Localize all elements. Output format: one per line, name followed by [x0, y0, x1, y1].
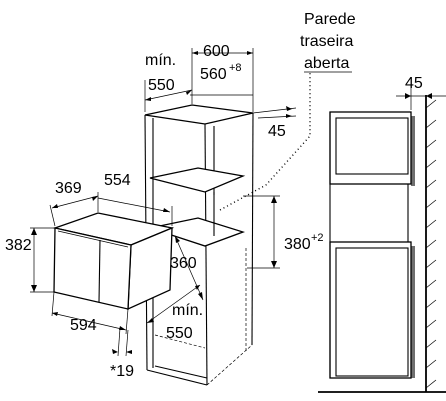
label-360: 360 [170, 255, 197, 272]
cabinet-bottom-front-inner [154, 365, 208, 379]
wall-note-line2: traseira [300, 33, 353, 50]
front-offset-dim: *19 [110, 327, 134, 380]
wall-hatch [425, 99, 437, 389]
wall-note-line3: aberta [304, 55, 349, 72]
side-elevation: 45 [318, 75, 446, 393]
bottom-depth-dim: mín. 550 [146, 284, 203, 342]
label-560: 560 [200, 66, 227, 83]
niche-height-dim: 380 +2 [243, 195, 324, 269]
cabinet-top [144, 104, 254, 125]
cabinet-niche-shelf [147, 217, 246, 247]
label-380-sup: +2 [311, 232, 324, 244]
side-upper-inner [335, 117, 409, 175]
label-45-cabinet: 45 [268, 123, 286, 140]
dim-554-line [97, 197, 171, 213]
side-lower-shadow [411, 246, 415, 378]
cabinet-bottom-front [146, 369, 208, 386]
side-upper-shadow [411, 116, 415, 186]
wall-note-line1: Parede [304, 11, 356, 28]
appliance [52, 212, 175, 311]
cabinet-hidden-diag [154, 334, 206, 349]
label-560-sup: +8 [229, 62, 242, 74]
label-min-top: mín. [145, 52, 176, 69]
wall-note-leader [219, 72, 311, 211]
label-594: 594 [70, 317, 97, 334]
niche-depth-dim: 360 [170, 235, 204, 301]
tall-cabinet [144, 104, 254, 386]
appliance-top-dims: 369 554 [49, 172, 173, 227]
label-600: 600 [203, 43, 230, 60]
cabinet-bottom-right [206, 344, 253, 386]
label-550-bottom: 550 [166, 325, 193, 342]
appliance-door-divider [98, 239, 101, 303]
side-lower-compartment [329, 241, 412, 379]
label-382: 382 [5, 237, 32, 254]
label-min-bottom: mín. [172, 302, 203, 319]
side-lower-inner [335, 247, 409, 377]
cabinet-upper-shelf [149, 167, 246, 193]
appliance-height-dim: 382 [5, 227, 55, 293]
dim-369-line [51, 195, 99, 209]
dimension-45-cabinet: 45 [252, 106, 297, 140]
label-45-side: 45 [405, 75, 423, 92]
label-550-top: 550 [148, 77, 175, 94]
label-380: 380 [284, 236, 311, 253]
label-554: 554 [104, 172, 131, 189]
label-19: *19 [110, 363, 134, 380]
dim-550-line [144, 89, 193, 101]
dim-594-line [51, 312, 127, 331]
cabinet-back-right-edge [251, 112, 254, 346]
cabinet-front-right-edge [204, 123, 208, 386]
side-upper-compartment [329, 111, 412, 185]
label-369: 369 [55, 180, 82, 197]
top-dimensions: mín. 600 550 560 +8 [144, 43, 254, 112]
appliance-front-inner-top [57, 230, 129, 248]
appliance-width-dim: 594 [51, 291, 129, 335]
